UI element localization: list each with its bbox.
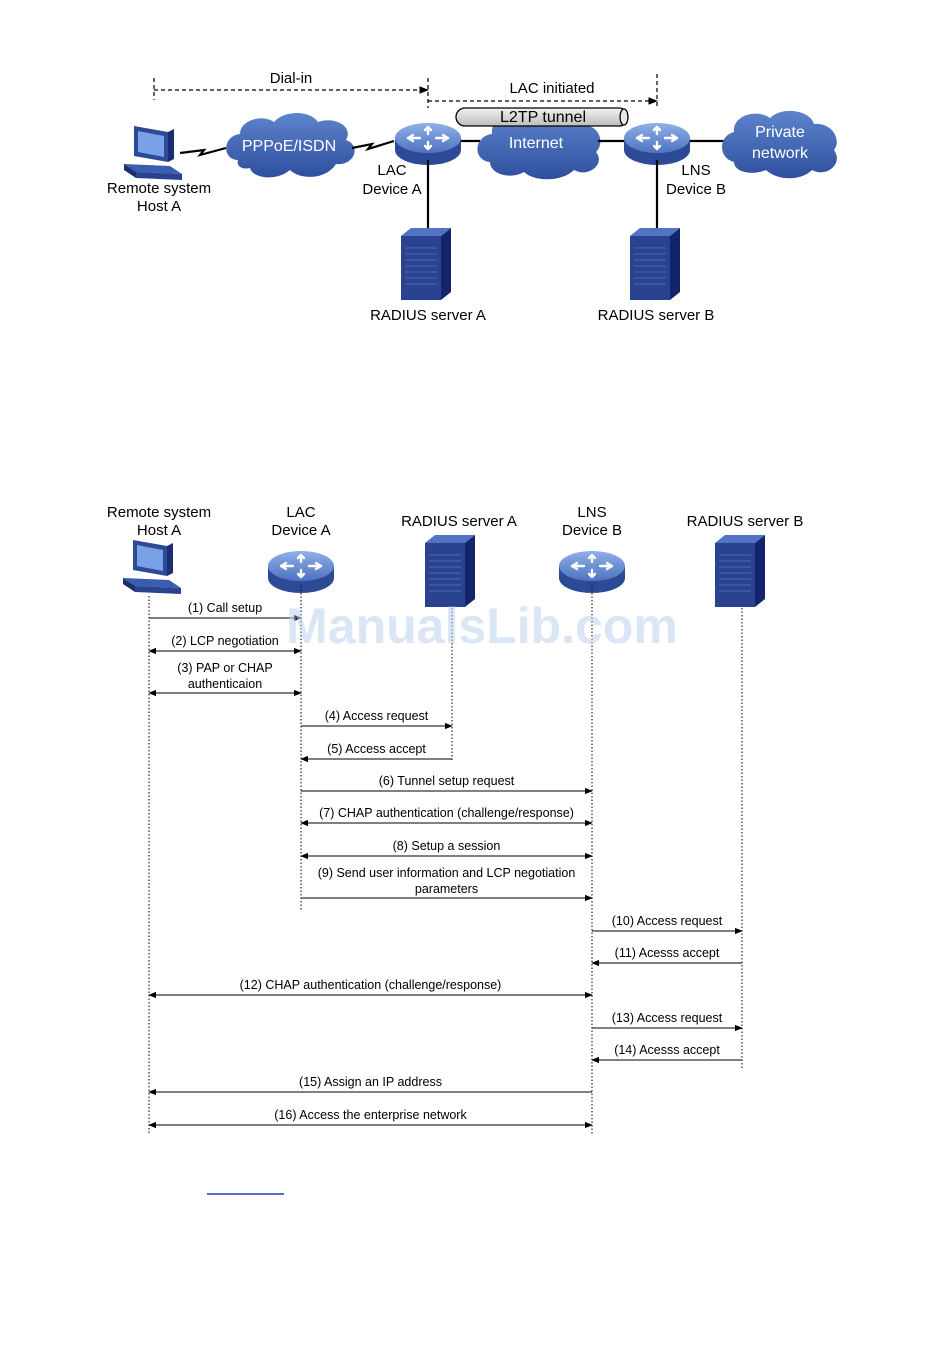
lac-label-line1: LAC bbox=[377, 162, 406, 179]
lns-router-icon bbox=[622, 121, 692, 167]
message-14: (14) Acesss accept bbox=[591, 1043, 742, 1064]
participant-lns-line2: Device B bbox=[562, 522, 622, 539]
message-layer: (1) Call setup (2) LCP negotiation (3) PAP… bbox=[148, 601, 743, 1129]
radius-server-b-label: RADIUS server B bbox=[598, 307, 715, 324]
svg-text:Internet: Internet bbox=[509, 135, 564, 152]
message-10: (10) Access request bbox=[592, 914, 743, 935]
message-label: (6) Tunnel setup request bbox=[379, 774, 515, 788]
message-7: (7) CHAP authentication (challenge/respo… bbox=[300, 806, 593, 827]
participant-lns-line1: LNS bbox=[577, 504, 606, 521]
message-5: (5) Access accept bbox=[300, 742, 452, 763]
message-2: (2) LCP negotiation bbox=[148, 634, 302, 655]
radius-server-a-icon bbox=[400, 227, 452, 301]
message-label: (3) PAP or CHAP bbox=[177, 661, 272, 675]
host-a-computer-icon bbox=[124, 126, 182, 180]
message-label: (8) Setup a session bbox=[393, 839, 501, 853]
message-label-line2: parameters bbox=[415, 882, 478, 896]
message-label: (15) Assign an IP address bbox=[299, 1075, 442, 1089]
message-13: (13) Access request bbox=[592, 1011, 743, 1032]
radius-server-a-label: RADIUS server A bbox=[370, 307, 486, 324]
radius-server-a-icon bbox=[424, 534, 476, 608]
participant-host-a-line2: Host A bbox=[137, 522, 181, 539]
message-label: (2) LCP negotiation bbox=[171, 634, 279, 648]
message-label: (14) Acesss accept bbox=[614, 1043, 720, 1057]
pppoe-isdn-cloud: PPPoE/ISDN bbox=[226, 113, 355, 178]
lac-label-line2: Device A bbox=[362, 181, 421, 198]
message-label-line2: authenticaion bbox=[188, 677, 262, 691]
lns-label-line2: Device B bbox=[666, 181, 726, 198]
host-a-label-line1: Remote system bbox=[107, 180, 211, 197]
message-label: (13) Access request bbox=[612, 1011, 723, 1025]
watermark-text: ManualsLib.com bbox=[286, 598, 678, 654]
message-label: (7) CHAP authentication (challenge/respo… bbox=[319, 806, 574, 820]
lns-label-line1: LNS bbox=[681, 162, 710, 179]
pppoe-to-lac-link bbox=[351, 139, 395, 152]
svg-text:network: network bbox=[752, 145, 809, 162]
message-1: (1) Call setup bbox=[149, 601, 302, 622]
message-label: (5) Access accept bbox=[327, 742, 426, 756]
l2tp-tunnel-tube: L2TP tunnel bbox=[455, 107, 629, 127]
participant-radius-b-label: RADIUS server B bbox=[687, 513, 804, 530]
participant-host-a-line1: Remote system bbox=[107, 504, 211, 521]
message-4: (4) Access request bbox=[301, 709, 453, 730]
lac-initiated-label: LAC initiated bbox=[509, 80, 594, 97]
message-label: (10) Access request bbox=[612, 914, 723, 928]
host-a-label-line2: Host A bbox=[137, 198, 181, 215]
sequence-diagram: Remote system Host A LAC Device A RADIUS… bbox=[107, 504, 803, 1135]
message-label: (4) Access request bbox=[325, 709, 429, 723]
message-16: (16) Access the enterprise network bbox=[148, 1108, 593, 1129]
participant-radius-a-label: RADIUS server A bbox=[401, 513, 517, 530]
dial-in-label: Dial-in bbox=[270, 70, 313, 87]
message-6: (6) Tunnel setup request bbox=[301, 774, 593, 795]
topology-diagram: Dial-in LAC initiated PPPoE/ISDN Remote … bbox=[107, 70, 837, 324]
message-label: (12) CHAP authentication (challenge/resp… bbox=[240, 978, 502, 992]
message-15: (15) Assign an IP address bbox=[148, 1075, 592, 1096]
participant-lac-line2: Device A bbox=[271, 522, 330, 539]
host-to-pppoe-link bbox=[179, 146, 227, 157]
radius-server-b-icon bbox=[714, 534, 766, 608]
l2tp-tunnel-label: L2TP tunnel bbox=[500, 109, 586, 126]
lac-router-icon bbox=[393, 121, 463, 167]
internet-cloud: Internet bbox=[477, 111, 601, 180]
message-8: (8) Setup a session bbox=[300, 839, 593, 860]
message-label: (16) Access the enterprise network bbox=[274, 1108, 467, 1122]
message-label: (1) Call setup bbox=[188, 601, 262, 615]
radius-server-b-icon bbox=[629, 227, 681, 301]
message-label: (9) Send user information and LCP negoti… bbox=[318, 866, 576, 880]
message-3: (3) PAP or CHAP authenticaion bbox=[148, 661, 302, 697]
private-network-cloud: Private network bbox=[722, 110, 837, 179]
message-label: (11) Acesss accept bbox=[615, 946, 720, 960]
message-9: (9) Send user information and LCP negoti… bbox=[301, 866, 593, 902]
message-12: (12) CHAP authentication (challenge/resp… bbox=[148, 978, 593, 999]
host-a-computer-icon bbox=[123, 540, 181, 594]
message-11: (11) Acesss accept bbox=[591, 946, 742, 967]
svg-text:Private: Private bbox=[755, 124, 805, 141]
participant-lac-line1: LAC bbox=[286, 504, 315, 521]
svg-text:PPPoE/ISDN: PPPoE/ISDN bbox=[242, 138, 336, 155]
